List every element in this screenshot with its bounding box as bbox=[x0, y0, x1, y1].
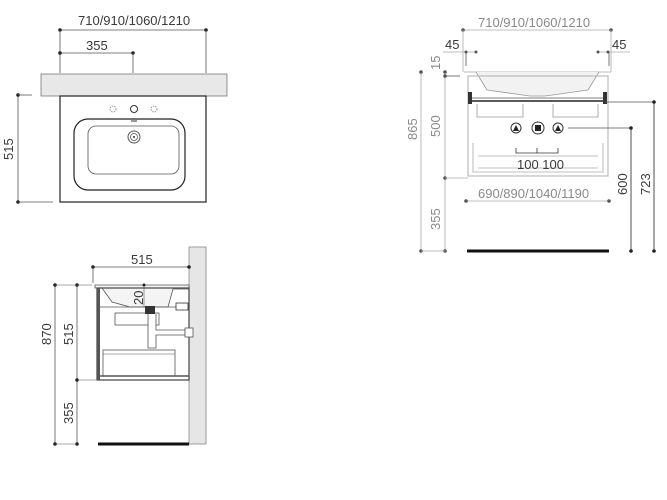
front-width-label: 710/910/1060/1210 bbox=[478, 15, 590, 30]
cabinet-height-label: 500 bbox=[428, 115, 443, 137]
tap-hole-icon bbox=[130, 105, 138, 113]
left-margin-label: 45 bbox=[445, 37, 459, 52]
side-view: 515 20 870 515 355 bbox=[39, 246, 207, 446]
floor-clearance-label: 355 bbox=[428, 208, 443, 230]
side-depth-label: 515 bbox=[131, 252, 153, 267]
basin-inner bbox=[87, 125, 180, 175]
right-margin-label: 45 bbox=[612, 37, 626, 52]
spacing-label: 100 100 bbox=[517, 157, 564, 172]
front-view: 710/910/1060/1210 45 45 100 bbox=[405, 15, 656, 253]
wall bbox=[188, 246, 207, 445]
supply-height-label: 723 bbox=[638, 173, 653, 195]
cabinet-width-label: 690/890/1040/1190 bbox=[478, 186, 589, 201]
top-offset-label: 355 bbox=[86, 38, 108, 53]
basin-offset-label: 20 bbox=[131, 291, 146, 305]
countertop bbox=[40, 73, 228, 97]
top-depth-label: 515 bbox=[1, 138, 16, 160]
side-floor-clearance-label: 355 bbox=[61, 402, 76, 424]
top-width-label: 710/910/1060/1210 bbox=[78, 13, 190, 28]
top-view: 710/910/1060/1210 355 515 bbox=[1, 13, 228, 204]
drain-icon bbox=[127, 130, 141, 144]
side-cabinet-height-label: 515 bbox=[61, 323, 76, 345]
top-thickness-label: 15 bbox=[428, 56, 443, 70]
total-height-label: 865 bbox=[405, 118, 420, 140]
side-total-height-label: 870 bbox=[39, 323, 54, 345]
cabinet-front bbox=[467, 75, 609, 177]
drain-height-label: 600 bbox=[615, 173, 630, 195]
